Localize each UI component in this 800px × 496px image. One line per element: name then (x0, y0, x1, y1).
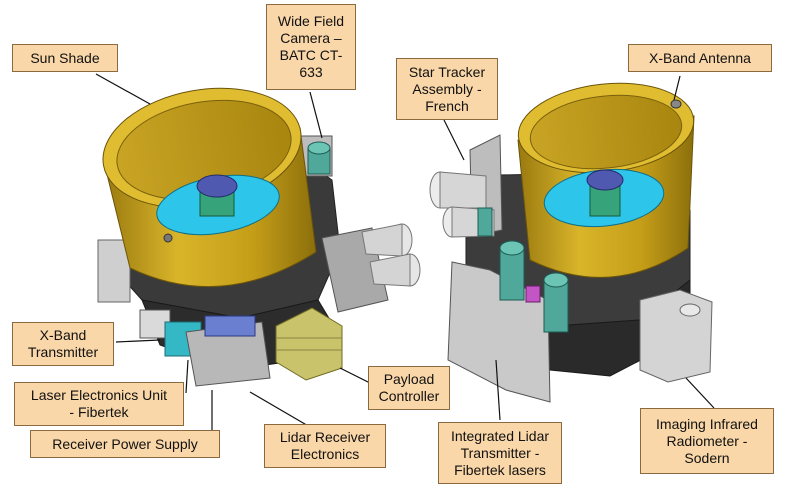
label-receiver-power-supply: Receiver Power Supply (30, 430, 220, 458)
label-x-band-antenna: X-Band Antenna (628, 44, 772, 72)
label-integrated-lidar-transmitter: Integrated Lidar Transmitter - Fibertek … (438, 422, 562, 484)
label-imaging-infrared-radiometer: Imaging Infrared Radiometer - Sodern (640, 408, 774, 474)
left-side-box (97, 239, 131, 303)
label-sun-shade: Sun Shade (12, 44, 118, 72)
star-tracker-unit (429, 171, 495, 238)
x-band-antenna-unit (670, 99, 682, 109)
wide-field-camera-unit (307, 141, 331, 175)
label-laser-electronics-unit: Laser Electronics Unit - Fibertek (14, 382, 184, 426)
payload-controller-unit (275, 307, 343, 381)
label-payload-controller: Payload Controller (368, 366, 450, 410)
left-instrument (97, 87, 421, 387)
label-star-tracker: Star Tracker Assembly - French (396, 58, 498, 120)
right-secondary-mirror (586, 169, 624, 191)
left-secondary-mirror (196, 174, 238, 198)
right-sun-shade-inner (529, 94, 683, 170)
imaging-infrared-radiometer-unit (639, 289, 713, 383)
lidar-laser-tubes (499, 240, 569, 333)
label-lidar-receiver-electronics: Lidar Receiver Electronics (264, 424, 386, 468)
left-blue-panel (204, 315, 256, 337)
label-wide-field-camera: Wide Field Camera – BATC CT- 633 (266, 4, 356, 90)
label-x-band-transmitter: X-Band Transmitter (12, 322, 114, 366)
left-star-camera-cones (361, 223, 421, 287)
right-instrument (429, 82, 713, 403)
